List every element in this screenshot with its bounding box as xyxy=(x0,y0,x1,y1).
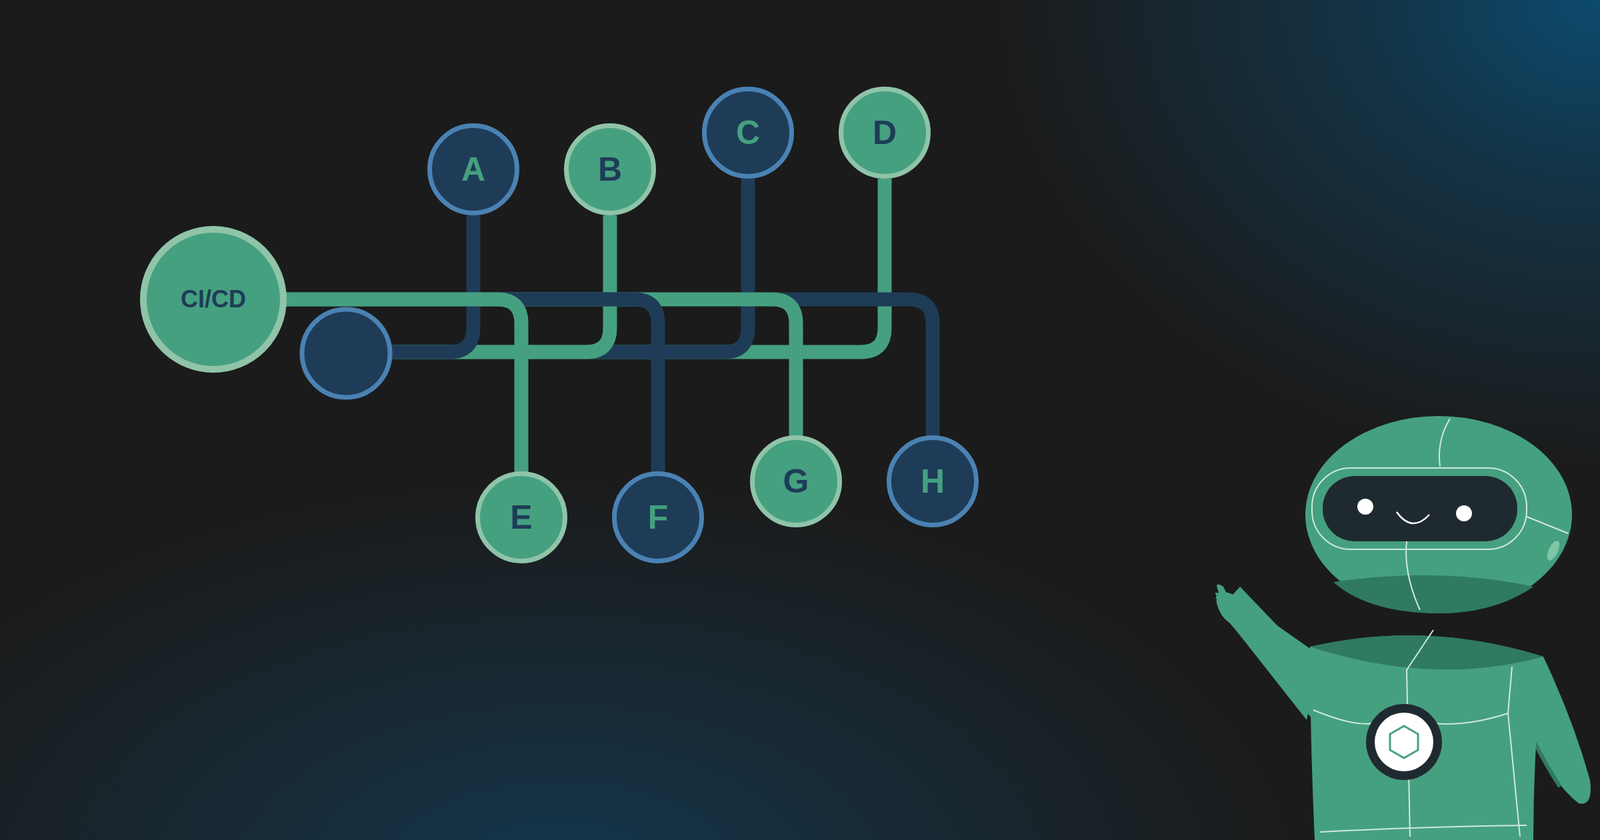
pipeline-line xyxy=(346,178,748,352)
robot-eye xyxy=(1357,498,1374,515)
pipeline-node: H xyxy=(886,435,979,528)
pipeline-node: B xyxy=(564,123,656,216)
pipeline-node: F xyxy=(612,471,704,564)
node-label-wrap: C xyxy=(702,86,794,179)
node-label: B xyxy=(598,150,622,189)
robot-arm xyxy=(1215,584,1317,720)
robot-seams xyxy=(1313,630,1527,837)
node-circle-outline xyxy=(704,89,792,177)
robot-arm xyxy=(1216,592,1314,720)
robot-visor xyxy=(1322,476,1518,542)
node-circle-outline xyxy=(430,126,518,214)
pipeline-node: D xyxy=(838,86,931,179)
node-label: G xyxy=(783,462,810,501)
robot-body xyxy=(1310,635,1544,840)
robot-head xyxy=(1305,416,1572,614)
pipeline-node: G xyxy=(750,435,842,528)
robot-highlight xyxy=(1544,539,1562,563)
node-label: D xyxy=(872,113,897,152)
pipeline-connector xyxy=(282,299,933,440)
node-label: H xyxy=(920,462,945,501)
pipeline-node: A xyxy=(427,123,520,216)
node-label: C xyxy=(736,113,760,152)
node-label-wrap: F xyxy=(612,471,704,564)
node-label-wrap: D xyxy=(838,86,931,179)
node-label-wrap: B xyxy=(564,123,656,216)
node-label-wrap: E xyxy=(475,471,568,564)
node-label-wrap: H xyxy=(886,435,979,528)
hub-circle xyxy=(302,309,390,398)
robot-smile xyxy=(1396,512,1430,524)
node-circle-outline xyxy=(478,474,566,562)
robot-emblem-hexagon xyxy=(1390,726,1418,758)
robot-visor-outline xyxy=(1312,468,1527,550)
robot-eye xyxy=(1456,505,1472,522)
pipeline-connector xyxy=(282,299,522,476)
node-circle-outline xyxy=(752,438,840,526)
node-label: CI/CD xyxy=(180,285,246,314)
node-circle-outline xyxy=(566,126,654,214)
pipeline-node: CI/CD xyxy=(140,226,287,373)
node-label-wrap: A xyxy=(427,123,520,216)
node-circle-outline xyxy=(889,438,977,526)
robot-emblem xyxy=(1366,704,1442,780)
node-label: F xyxy=(648,498,669,537)
node-label: E xyxy=(510,498,532,537)
node-label-wrap: G xyxy=(750,435,842,528)
pipeline-node: C xyxy=(702,86,794,179)
node-label-wrap: CI/CD xyxy=(140,226,287,373)
robot-head-shade xyxy=(1333,575,1534,614)
node-circle-outline xyxy=(841,89,929,177)
node-label: A xyxy=(461,150,486,189)
node-circle-outline xyxy=(143,229,284,370)
pipeline-connector xyxy=(282,299,658,476)
node-circle-outline xyxy=(614,474,702,562)
robot-emblem xyxy=(1374,712,1434,772)
pipeline-connector xyxy=(282,299,796,440)
pipeline-node: E xyxy=(475,471,568,564)
